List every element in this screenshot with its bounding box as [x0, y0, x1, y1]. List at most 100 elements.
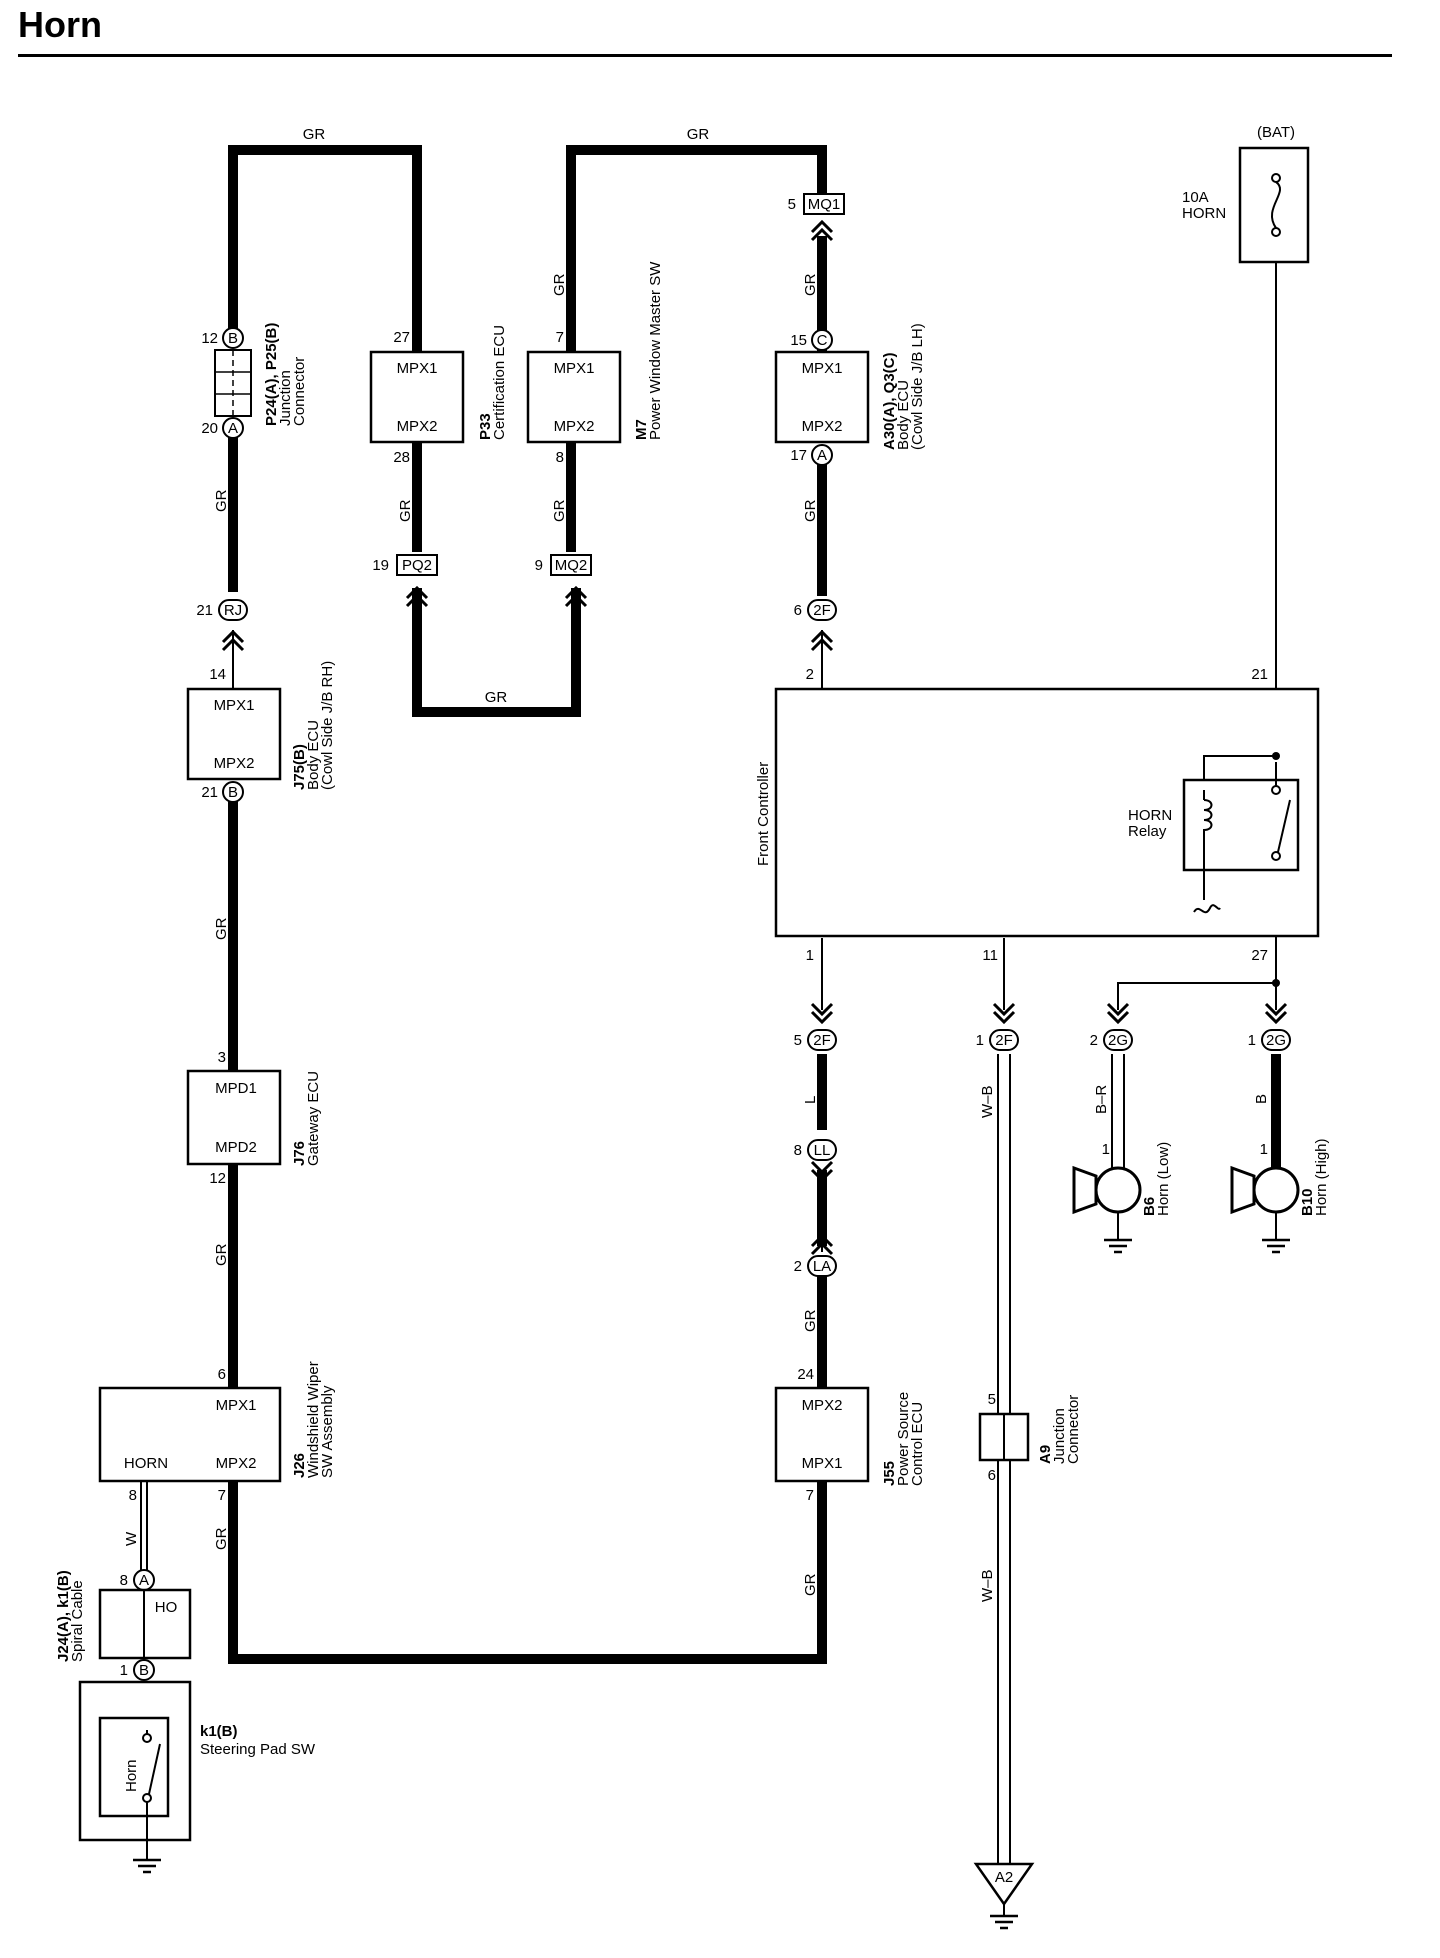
spiral-cable-j24: A 8 HO B 1 J24(A), k1(B) Spiral Cable — [55, 1569, 192, 1681]
pin-number: 12 — [209, 1170, 226, 1187]
pin-number: 1 — [1102, 1141, 1110, 1158]
switch-inner-label: Horn — [123, 1759, 140, 1792]
pin-number: 15 — [790, 332, 807, 349]
component-name: Steering Pad SW — [200, 1741, 316, 1758]
conn-letter: B — [228, 784, 238, 801]
component-code: A9 — [1037, 1445, 1054, 1464]
pin-number: 8 — [556, 449, 564, 466]
port-mpx2: MPX2 — [802, 1397, 843, 1414]
pin-number: 6 — [988, 1467, 996, 1484]
wire-label-gr: GR — [802, 1309, 819, 1332]
wire-label-gr: GR — [551, 499, 568, 522]
connector-pin: 9 — [535, 557, 543, 574]
component-name: Junction — [1051, 1408, 1068, 1464]
wire-label-gr: GR — [802, 499, 819, 522]
ecu-j75: 14 MPX1 MPX2 B 21 J75(B) Body ECU (Cowl … — [186, 661, 336, 803]
pin-number: 7 — [556, 329, 564, 346]
connector-code: LL — [814, 1142, 831, 1159]
port-mpx1: MPX1 — [554, 360, 595, 377]
connector-2f-top: 2F 6 — [794, 599, 837, 652]
wire-label-br: B–R — [1093, 1085, 1110, 1114]
port-mpx2: MPX2 — [802, 418, 843, 435]
fuse-rating: 10A — [1182, 189, 1209, 206]
conn-letter: B — [139, 1662, 149, 1679]
component-code: J26 — [291, 1453, 308, 1478]
pin-number: 8 — [120, 1572, 128, 1589]
connector-2g-low: 2G 2 — [1090, 1002, 1133, 1051]
pin-27: 27 — [1251, 947, 1268, 964]
connector-pin: 6 — [794, 602, 802, 619]
pin-number: 7 — [218, 1487, 226, 1504]
connector-pin: 5 — [788, 196, 796, 213]
pin-number: 6 — [218, 1366, 226, 1383]
connector-2f-wb: 2F 1 — [976, 1002, 1019, 1051]
port-mpx2: MPX2 — [554, 418, 595, 435]
wire-label-gr: GR — [687, 126, 710, 143]
component-code: P24(A), P25(B) — [263, 323, 280, 426]
wire-label-gr: GR — [213, 917, 230, 940]
port-mpx2: MPX2 — [214, 755, 255, 772]
pin-number: 3 — [218, 1049, 226, 1066]
gr-wires — [228, 145, 827, 1664]
connector-ll: LL 8 — [794, 1139, 837, 1182]
pin-number: 1 — [1260, 1141, 1268, 1158]
wire-label-gr: GR — [213, 489, 230, 512]
pin-number: 17 — [790, 447, 807, 464]
connector-pin: 5 — [794, 1032, 802, 1049]
component-code: P33 — [477, 413, 494, 440]
connector-pin: 8 — [794, 1142, 802, 1159]
ground-code: A2 — [995, 1869, 1013, 1886]
component-name: Horn (Low) — [1155, 1142, 1172, 1216]
connector-pin: 1 — [976, 1032, 984, 1049]
component-name: Junction — [277, 370, 294, 426]
pin-number: 5 — [988, 1391, 996, 1408]
connector-code: MQ2 — [555, 557, 588, 574]
conn-letter: B — [228, 330, 238, 347]
connector-pin: 2 — [794, 1258, 802, 1275]
pin-2: 2 — [806, 666, 814, 683]
pin-11: 11 — [982, 947, 998, 964]
connector-code: 2G — [1266, 1032, 1286, 1049]
pin-1: 1 — [806, 947, 814, 964]
port-mpx1: MPX1 — [214, 697, 255, 714]
title-rule — [18, 54, 1392, 57]
connector-pin: 2 — [1090, 1032, 1098, 1049]
conn-letter: C — [817, 332, 828, 349]
connector-la: LA 2 — [794, 1234, 837, 1277]
component-name: Body ECU — [895, 380, 912, 450]
conn-letter: A — [139, 1572, 149, 1589]
port-mpx1: MPX1 — [802, 1455, 843, 1472]
component-code: J76 — [291, 1141, 308, 1166]
wire-label-wb: W–B — [979, 1569, 996, 1602]
wire-label-gr: GR — [802, 1573, 819, 1596]
component-name-2: Connector — [1065, 1395, 1082, 1464]
connector-code: 2G — [1108, 1032, 1128, 1049]
pin-number: 7 — [806, 1487, 814, 1504]
wire-label-gr: GR — [551, 273, 568, 296]
component-name: Gateway ECU — [305, 1071, 322, 1166]
port-ho: HO — [155, 1599, 178, 1616]
port-mpd1: MPD1 — [215, 1080, 257, 1097]
connector-code: 2F — [813, 1032, 831, 1049]
component-code: B10 — [1299, 1188, 1316, 1216]
component-code: A30(A), Q3(C) — [881, 352, 898, 450]
component-name-2: SW Assembly — [319, 1385, 336, 1478]
connector-2f-l: 2F 5 — [794, 1002, 837, 1051]
connector-code: PQ2 — [402, 557, 432, 574]
fuse-name: HORN — [1182, 205, 1226, 222]
connector-pq2: PQ2 19 — [372, 554, 438, 608]
bat-fuse: (BAT) 10A HORN — [1182, 124, 1310, 264]
port-mpx2: MPX2 — [216, 1455, 257, 1472]
ecu-a30-q3: C 15 MPX1 MPX2 A 17 A30(A), Q3(C) Body E… — [774, 323, 926, 466]
relay-label-2: Relay — [1128, 823, 1167, 840]
pin-number: 1 — [120, 1662, 128, 1679]
component-name: Power Source — [895, 1392, 912, 1486]
wire-label-wb: W–B — [979, 1085, 996, 1118]
conn-letter: A — [228, 420, 238, 437]
connector-mq1: MQ1 5 — [788, 193, 845, 242]
wire-label-b: B — [1253, 1094, 1270, 1104]
connector-pin: 19 — [372, 557, 389, 574]
pin-number: 20 — [201, 420, 218, 437]
component-code: J75(B) — [291, 744, 308, 790]
